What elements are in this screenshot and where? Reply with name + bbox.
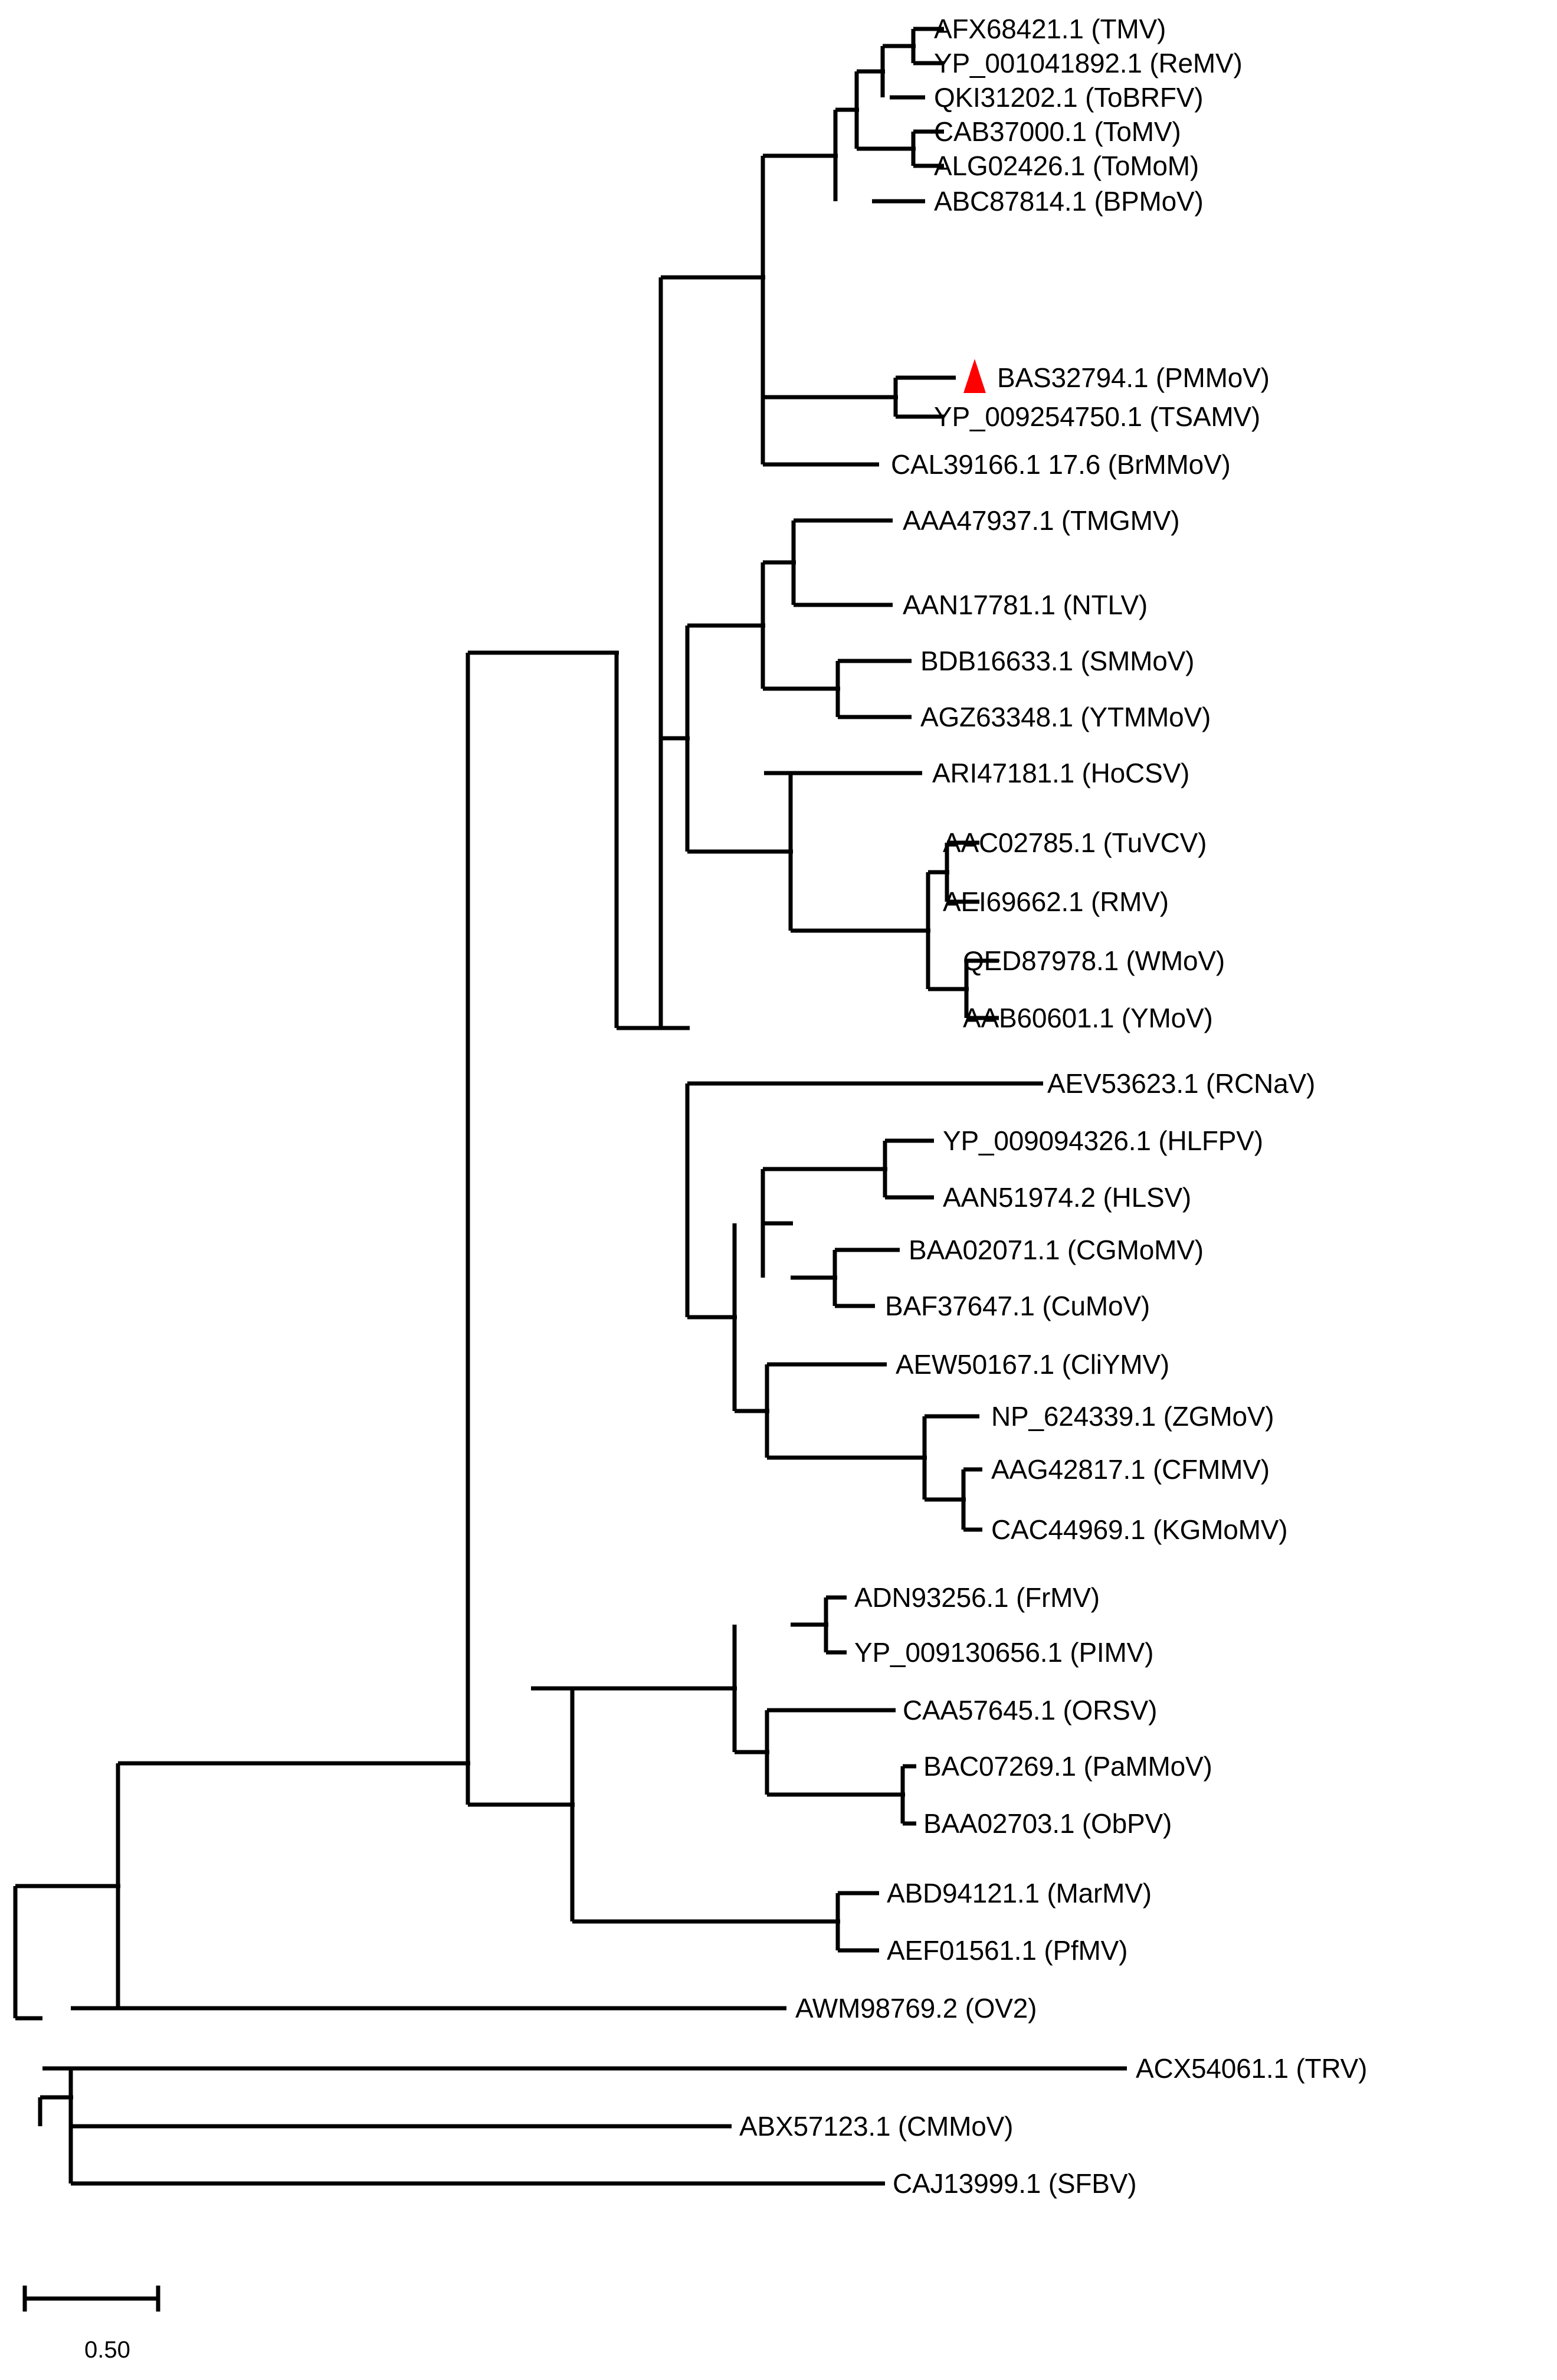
tip-label-obpv: BAA02703.1 (ObPV) bbox=[923, 1808, 1172, 1839]
tip-label-tuvcv: AAC02785.1 (TuVCV) bbox=[943, 827, 1207, 858]
tip-label-tobrfv: QKI31202.1 (ToBRFV) bbox=[934, 82, 1204, 113]
tip-label-smmov: BDB16633.1 (SMMoV) bbox=[920, 646, 1195, 676]
tip-label-tomom: ALG02426.1 (ToMoM) bbox=[934, 150, 1199, 181]
tip-label-trv: ACX54061.1 (TRV) bbox=[1136, 2053, 1368, 2084]
tip-label-sfbv: CAJ13999.1 (SFBV) bbox=[893, 2168, 1137, 2199]
tip-label-pammov: BAC07269.1 (PaMMoV) bbox=[923, 1751, 1212, 1782]
tip-label-bpmov: ABC87814.1 (BPMoV) bbox=[934, 186, 1204, 217]
tip-label-kgmomv: CAC44969.1 (KGMoMV) bbox=[991, 1514, 1288, 1545]
tip-label-brmmov: CAL39166.1 17.6 (BrMMoV) bbox=[891, 449, 1231, 480]
tip-label-orsv: CAA57645.1 (ORSV) bbox=[903, 1695, 1158, 1726]
scale-bar-label: 0.50 bbox=[84, 2337, 130, 2363]
tip-label-tmv: AFX68421.1 (TMV) bbox=[934, 14, 1166, 44]
tip-label-hocsv: ARI47181.1 (HoCSV) bbox=[932, 758, 1190, 788]
tip-label-frmv: ADN93256.1 (FrMV) bbox=[854, 1582, 1100, 1613]
scale-bar bbox=[22, 2286, 160, 2312]
tip-label-cumov: BAF37647.1 (CuMoV) bbox=[885, 1291, 1150, 1321]
tip-label-tomv: CAB37000.1 (ToMV) bbox=[934, 116, 1181, 147]
tip-label-cliymv: AEW50167.1 (CliYMV) bbox=[896, 1349, 1170, 1380]
tip-label-rmv: AEI69662.1 (RMV) bbox=[943, 886, 1169, 917]
tip-label-rcnav: AEV53623.1 (RCNaV) bbox=[1047, 1068, 1316, 1099]
tip-label-cgmomv: BAA02071.1 (CGMoMV) bbox=[909, 1235, 1204, 1265]
tip-label-pfmv: AEF01561.1 (PfMV) bbox=[887, 1935, 1128, 1966]
tip-label-ov2: AWM98769.2 (OV2) bbox=[795, 1993, 1037, 2024]
tip-label-wmov: QED87978.1 (WMoV) bbox=[963, 945, 1225, 976]
branch-lines bbox=[13, 27, 1127, 2186]
tip-label-ytmmov: AGZ63348.1 (YTMMoV) bbox=[920, 702, 1211, 732]
tip-label-hlfpv: YP_009094326.1 (HLFPV) bbox=[943, 1125, 1263, 1156]
tip-label-tmgmv: AAA47937.1 (TMGMV) bbox=[903, 505, 1180, 536]
tip-label-pimv: YP_009130656.1 (PIMV) bbox=[854, 1637, 1154, 1668]
tip-label-cmmov: ABX57123.1 (CMMoV) bbox=[739, 2111, 1014, 2142]
tip-label-pmmov: BAS32794.1 (PMMoV) bbox=[997, 362, 1270, 393]
tip-label-remv: YP_001041892.1 (ReMV) bbox=[934, 48, 1243, 78]
tip-label-hlsv: AAN51974.2 (HLSV) bbox=[943, 1182, 1192, 1213]
tip-label-tsamv: YP_009254750.1 (TSAMV) bbox=[934, 401, 1261, 432]
tip-markers bbox=[963, 359, 986, 394]
tip-label-marmv: ABD94121.1 (MarMV) bbox=[887, 1878, 1152, 1908]
tip-label-ntlv: AAN17781.1 (NTLV) bbox=[903, 590, 1148, 620]
tip-label-ymov: AAB60601.1 (YMoV) bbox=[963, 1003, 1213, 1033]
red-triangle-marker-icon bbox=[963, 359, 986, 394]
tip-label-cfmmv: AAG42817.1 (CFMMV) bbox=[991, 1454, 1270, 1485]
tip-label-zgmov: NP_624339.1 (ZGMoV) bbox=[991, 1401, 1274, 1432]
